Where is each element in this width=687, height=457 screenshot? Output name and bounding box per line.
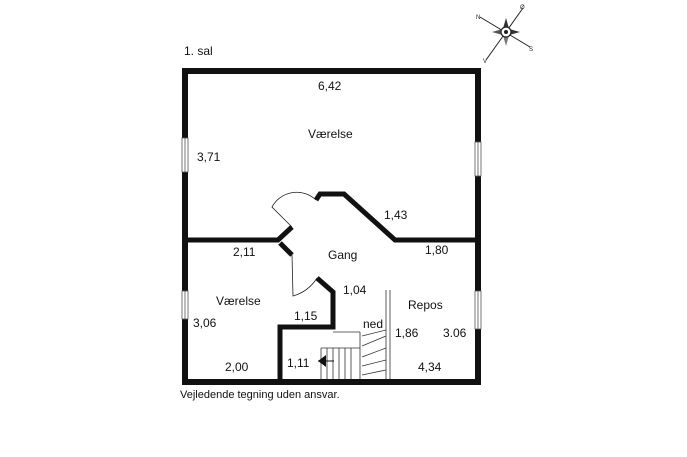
dim-right-wall: 1,80	[425, 243, 449, 257]
compass-o-label: Ø	[520, 5, 525, 11]
room-label-landing: Repos	[408, 298, 443, 312]
dim-landing-width: 4,34	[418, 360, 442, 374]
compass-s-label: S	[529, 47, 533, 53]
room-label-bottom: Værelse	[216, 294, 261, 308]
compass-icon: N S V Ø	[476, 5, 533, 65]
dim-top-height: 3,71	[197, 150, 221, 164]
room-label-hall: Gang	[328, 248, 357, 262]
room-label-top: Værelse	[308, 127, 353, 141]
dim-hall-wall: 1,04	[343, 283, 367, 297]
dim-bottom-height: 3,06	[193, 316, 217, 330]
outer-wall	[182, 68, 481, 385]
staircase	[320, 290, 391, 379]
dim-landing-height: 3.06	[443, 326, 467, 340]
stair-arrow-icon	[318, 355, 334, 367]
dim-diag: 1,43	[384, 208, 408, 222]
dim-bottom-width: 2,00	[225, 360, 249, 374]
door-swings	[271, 191, 318, 297]
dim-stair-width: 1,11	[287, 356, 310, 370]
compass-n-label: N	[476, 15, 480, 21]
dim-hall-bottom: 1,15	[294, 309, 318, 323]
windows	[181, 137, 482, 330]
stair-label: ned	[363, 317, 383, 331]
disclaimer-note: Vejledende tegning uden ansvar.	[180, 389, 340, 401]
dim-landing-inner: 1,86	[395, 326, 419, 340]
interior-walls	[185, 191, 478, 382]
dim-top-width: 6,42	[318, 79, 342, 93]
floor-label: 1. sal	[184, 44, 213, 58]
dim-left-wall: 2,11	[233, 245, 256, 259]
compass-v-label: V	[483, 59, 487, 65]
